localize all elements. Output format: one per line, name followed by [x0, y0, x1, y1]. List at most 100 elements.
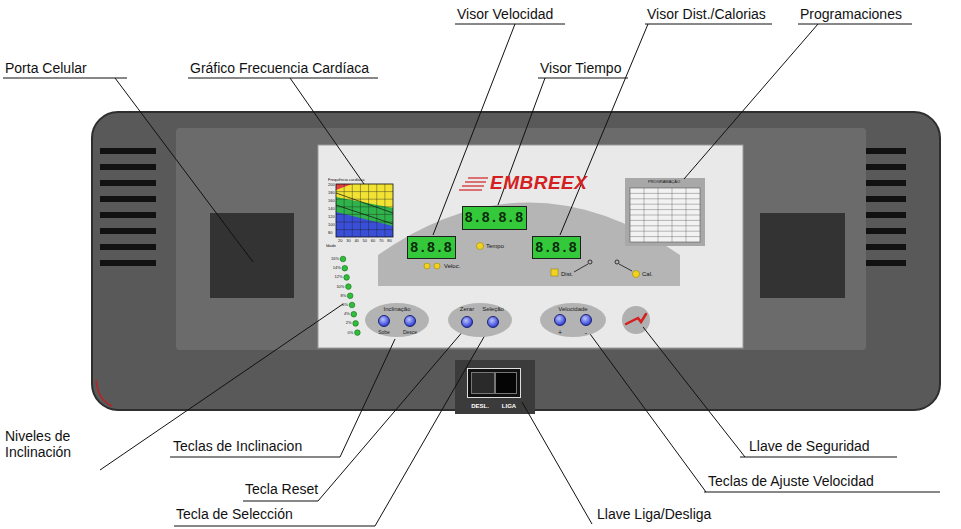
key-label: Sobe: [378, 330, 390, 335]
callout-label: Tecla de Selección: [176, 506, 293, 522]
program-table: [630, 231, 700, 232]
program-table: [630, 188, 700, 242]
axis-tick: 60: [371, 239, 375, 244]
incline-led: [342, 265, 348, 271]
program-table: [625, 178, 705, 246]
axis-tick: 160: [328, 199, 335, 204]
leader-lines: [188, 78, 378, 184]
dist-cal-selector: [615, 260, 619, 264]
axis-tick: 180: [328, 191, 335, 196]
key-label: Seleção: [482, 306, 504, 312]
incline-level: 6%: [342, 303, 348, 308]
callout-label: Tecla Reset: [245, 481, 318, 497]
leader-lines: [643, 327, 897, 457]
incline-level: 16%: [331, 257, 339, 262]
heart-rate-chart: [344, 184, 345, 237]
speed-display: 8.8.8: [407, 236, 456, 259]
axis-tick: 70: [379, 239, 383, 244]
leader-lines: [560, 24, 772, 235]
display-caption: Veloc.: [444, 263, 460, 270]
phone-holder: [210, 213, 294, 298]
program-table: [630, 209, 700, 210]
axis-tick: 120: [328, 215, 335, 220]
reset-select-keys: Zerar Seleção: [448, 303, 512, 337]
phone-holder: [760, 213, 845, 298]
vent-slots: [100, 148, 156, 154]
dist-cal-selector: [574, 264, 588, 272]
dist-cal-selector: [619, 264, 632, 271]
key-button: [404, 315, 416, 327]
program-table: [625, 178, 705, 246]
key-button: [487, 316, 499, 328]
heart-rate-chart: [336, 184, 393, 237]
callout-label: Visor Dist./Calorias: [647, 6, 766, 22]
incline-level: 4%: [344, 312, 350, 317]
callout-label: Visor Tiempo: [540, 60, 621, 76]
display-caption: Dist.: [561, 271, 573, 278]
key-label: -: [585, 329, 587, 336]
vent-slots: [100, 180, 156, 186]
key-label: Inclinação: [383, 306, 410, 312]
time-display: 8.8.8.8: [462, 206, 527, 230]
logo-speed-lines: [459, 189, 482, 190]
leader-lines: [100, 304, 343, 470]
leader-lines: [170, 339, 395, 457]
callout-label: Porta Celular: [5, 60, 87, 76]
axis-title: Idade: [326, 244, 336, 249]
heart-rate-chart: [336, 229, 393, 230]
key-label: Desce: [403, 330, 417, 335]
axis-tick: 140: [328, 207, 335, 212]
brand-logo: EMBREEX: [490, 172, 587, 194]
leader-lines: [3, 24, 940, 526]
incline-level: 12%: [335, 275, 343, 280]
leader-lines: [3, 78, 253, 262]
heart-rate-chart: [336, 206, 393, 207]
speed-keys: Velocidade+-: [540, 303, 606, 337]
incline-led: [351, 311, 357, 317]
display-caption: Cal.: [642, 271, 653, 278]
axis-tick: 50: [363, 239, 367, 244]
callout-label: Teclas de Ajuste Velocidad: [708, 473, 874, 489]
heart-rate-chart: [336, 184, 393, 237]
axis-tick: 30: [346, 239, 350, 244]
console-body: [96, 380, 112, 406]
vent-slots: [100, 164, 156, 170]
callout-label: Gráfico Frecuencia Cardíaca: [190, 60, 369, 76]
vent-slots: [100, 244, 156, 250]
heart-rate-chart: [336, 191, 393, 192]
inner-bezel: [176, 128, 866, 350]
vent-slots: [100, 196, 156, 202]
logo-speed-lines: [468, 177, 488, 178]
leader-lines: [522, 402, 592, 524]
callout-label: Llave Liga/Desliga: [597, 506, 711, 522]
incline-led: [349, 302, 355, 308]
incline-led: [353, 321, 359, 327]
display-icons: [424, 263, 430, 269]
program-table: [630, 220, 700, 221]
axis-tick: 80: [387, 239, 391, 244]
key-label: DESL.: [471, 403, 489, 409]
key-label: Velocidade: [558, 306, 587, 312]
safety-key: [626, 314, 646, 324]
callout-label: Programaciones: [800, 6, 902, 22]
callout-label: Teclas de Inclinacion: [173, 438, 302, 454]
incline-keys: InclinaçãoSobe Desce: [365, 303, 429, 337]
axis-tick: 40: [354, 239, 358, 244]
display-icons: [434, 263, 440, 269]
incline-led: [340, 256, 360, 335]
incline-level: 8%: [340, 294, 346, 299]
logo-speed-lines: [462, 185, 484, 186]
callout-label: Llave de Seguridad: [749, 438, 870, 454]
key-label: Zerar: [460, 306, 474, 312]
distance-display: 8.8.8: [532, 236, 581, 259]
program-table: [630, 198, 700, 199]
heart-rate-chart: [336, 193, 393, 213]
key-button: [461, 316, 473, 328]
leader-lines: [582, 323, 940, 492]
incline-led: [340, 256, 346, 262]
incline-level: 10%: [336, 285, 344, 290]
control-panel: [318, 145, 743, 348]
program-table: [630, 193, 700, 194]
display-digits: 8.8.8: [535, 241, 577, 255]
rocker-switch: [495, 372, 517, 394]
